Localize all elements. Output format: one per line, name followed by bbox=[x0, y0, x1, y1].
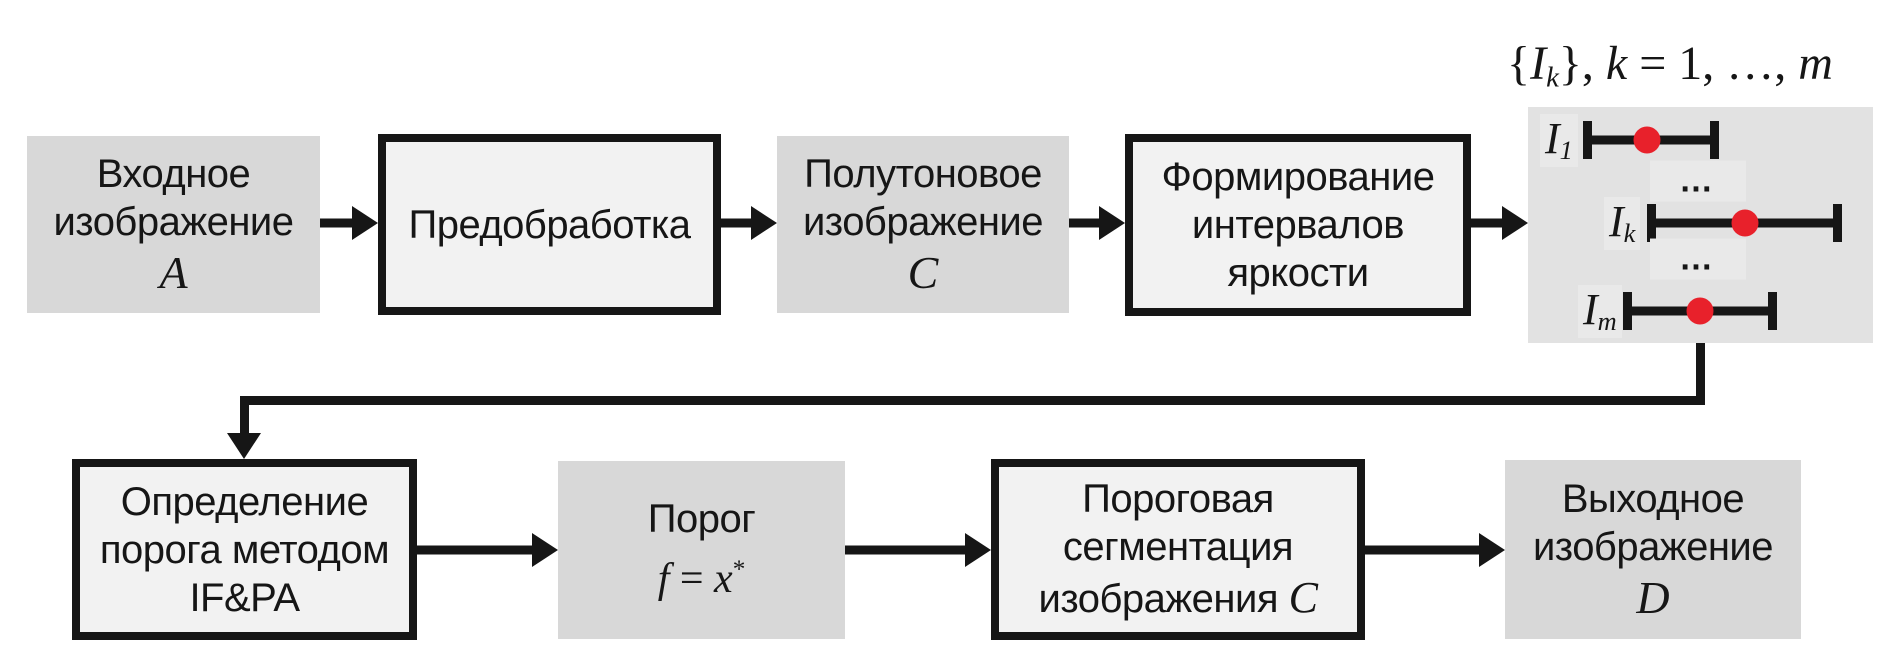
interval-center-dot bbox=[1731, 209, 1758, 237]
arrow-shaft bbox=[1471, 218, 1504, 228]
connector-vertical-left bbox=[240, 405, 249, 433]
threshold-line1: Порог bbox=[647, 496, 756, 541]
arrowhead-right-icon bbox=[751, 206, 777, 240]
input-image-symbol: A bbox=[159, 246, 188, 298]
arrow-shaft bbox=[320, 218, 354, 228]
interval-label-1: I1 bbox=[1540, 113, 1578, 167]
ellipsis-dots: … bbox=[1650, 238, 1746, 280]
arrowhead-right-icon bbox=[1099, 206, 1125, 240]
arrow-shaft bbox=[417, 545, 534, 555]
segmentation-line2: сегментация bbox=[1062, 524, 1294, 569]
arrow-shaft bbox=[721, 218, 753, 228]
threshold-method-line3: IF&PA bbox=[189, 575, 300, 620]
threshold-method-line2: порога методом bbox=[99, 527, 390, 572]
interval-center-dot bbox=[1633, 126, 1661, 154]
threshold-superscript: * bbox=[732, 555, 746, 583]
input-image-line2: изображение bbox=[53, 199, 294, 244]
arrowhead-right-icon bbox=[1479, 533, 1505, 567]
form-intervals-box: Формирование интервалов яркости bbox=[1125, 134, 1471, 316]
connector-vertical-right bbox=[1696, 343, 1705, 400]
halftone-line2: изображение bbox=[802, 199, 1044, 244]
form-intervals-line3: яркости bbox=[1227, 251, 1369, 295]
formula-set-subscript: k bbox=[1546, 61, 1559, 94]
interval-symbol: I bbox=[1583, 284, 1598, 334]
halftone-line1: Полутоновое bbox=[804, 151, 1042, 196]
interval-bar-m bbox=[1623, 292, 1777, 330]
output-line2: изображение bbox=[1532, 524, 1774, 569]
output-line1: Выходное bbox=[1561, 476, 1745, 521]
interval-center-dot bbox=[1686, 297, 1714, 325]
interval-bar-1 bbox=[1583, 121, 1719, 159]
threshold-f-symbol: f bbox=[657, 555, 670, 602]
preprocess-label: Предобработка bbox=[408, 202, 691, 247]
formula-set-symbol: I bbox=[1530, 37, 1547, 90]
threshold-value-box: Порог f = x* bbox=[558, 461, 845, 639]
arrow-preprocess-to-halftone bbox=[721, 206, 777, 240]
ellipsis-dots: … bbox=[1650, 160, 1746, 202]
formula-brace-open: { bbox=[1507, 37, 1531, 90]
segmentation-line1: Пороговая bbox=[1082, 476, 1274, 521]
output-image-box: Выходное изображение D bbox=[1505, 460, 1801, 639]
arrow-shaft bbox=[1365, 545, 1481, 555]
halftone-image-box: Полутоновое изображение C bbox=[777, 136, 1069, 313]
arrowhead-down-icon bbox=[227, 433, 261, 459]
arrow-halftone-to-intervals bbox=[1069, 206, 1125, 240]
arrowhead-right-icon bbox=[965, 533, 991, 567]
interval-symbol: I bbox=[1609, 196, 1624, 246]
segmentation-line3-text: изображения bbox=[1038, 576, 1289, 621]
arrow-threshold-to-segmentation bbox=[845, 533, 991, 567]
arrow-input-to-preprocess bbox=[320, 206, 378, 240]
interval-label-k: Ik bbox=[1604, 196, 1641, 250]
interval-set-formula: {Ik}, k = 1, …, m bbox=[1470, 36, 1870, 94]
preprocess-box: Предобработка bbox=[378, 134, 721, 315]
segmentation-box: Пороговая сегментация изображения C bbox=[991, 459, 1365, 640]
threshold-method-line1: Определение bbox=[120, 479, 369, 524]
connector-horizontal bbox=[240, 396, 1705, 405]
output-symbol: D bbox=[1636, 571, 1670, 623]
form-intervals-line1: Формирование bbox=[1161, 155, 1435, 199]
interval-bar-k bbox=[1647, 204, 1842, 242]
formula-count-symbol: m bbox=[1798, 37, 1833, 90]
arrow-intervals-to-panel bbox=[1471, 206, 1528, 240]
input-image-line1: Входное bbox=[96, 151, 251, 196]
formula-equals-range: = 1, …, bbox=[1627, 37, 1799, 90]
threshold-formula: f = x* bbox=[658, 543, 746, 606]
interval-subscript: 1 bbox=[1559, 135, 1573, 166]
interval-subscript: k bbox=[1623, 218, 1636, 249]
segmentation-line3: изображения C bbox=[1039, 571, 1318, 625]
input-image-box: Входное изображение A bbox=[27, 136, 320, 313]
segmentation-symbol: C bbox=[1288, 572, 1318, 622]
threshold-x-symbol: x bbox=[714, 555, 733, 602]
arrowhead-right-icon bbox=[1502, 206, 1528, 240]
interval-subscript: m bbox=[1597, 306, 1617, 337]
arrow-segmentation-to-output bbox=[1365, 533, 1505, 567]
arrow-method-to-threshold bbox=[417, 533, 558, 567]
arrow-shaft bbox=[845, 545, 967, 555]
arrowhead-right-icon bbox=[532, 533, 558, 567]
threshold-equals: = bbox=[669, 555, 715, 602]
form-intervals-line2: интервалов bbox=[1191, 203, 1405, 247]
halftone-symbol: C bbox=[907, 246, 939, 298]
interval-symbol: I bbox=[1545, 113, 1560, 163]
arrowhead-right-icon bbox=[352, 206, 378, 240]
arrow-shaft bbox=[1069, 218, 1101, 228]
formula-index-symbol: k bbox=[1605, 37, 1628, 90]
brightness-intervals-panel: I1 … Ik … Im bbox=[1528, 107, 1873, 343]
interval-label-m: Im bbox=[1578, 284, 1622, 338]
threshold-method-box: Определение порога методом IF&PA bbox=[72, 459, 417, 640]
formula-brace-close: }, bbox=[1558, 37, 1606, 90]
